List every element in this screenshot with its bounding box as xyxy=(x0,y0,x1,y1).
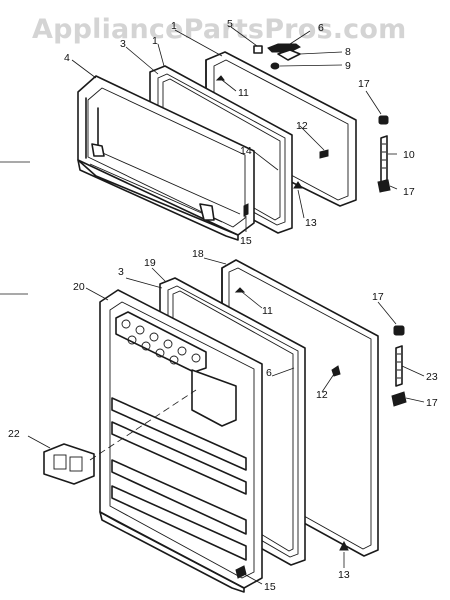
fresh-food-door-liner xyxy=(99,289,263,593)
hinge-bushing xyxy=(253,45,263,54)
callout-1b: 1 xyxy=(152,35,158,47)
door-shelf-bottom xyxy=(111,485,247,561)
callout-3-lower: 3 xyxy=(118,266,124,278)
callout-20: 20 xyxy=(73,281,85,293)
callout-17-c: 17 xyxy=(372,291,384,303)
callout-17-b: 17 xyxy=(403,186,415,198)
callout-1: 1 xyxy=(171,20,177,32)
callout-14: 14 xyxy=(240,145,252,157)
callout-4: 4 xyxy=(64,52,70,64)
callout-12-lower: 12 xyxy=(316,389,328,401)
door-stop-lower-icon xyxy=(391,391,407,407)
callout-11-upper: 11 xyxy=(238,87,249,99)
freezer-handle-set xyxy=(377,115,391,193)
door-shelf-middle xyxy=(111,421,247,495)
callout-8: 8 xyxy=(345,46,351,58)
callout-13-lower: 13 xyxy=(338,569,350,581)
callout-18: 18 xyxy=(192,248,204,260)
door-stop-pin xyxy=(234,287,246,293)
door-stop-icon xyxy=(378,115,389,125)
freezer-hinge-parts xyxy=(253,43,301,70)
callout-numbers: 1 5 6 3 1 4 8 9 17 11 12 14 10 17 13 15 … xyxy=(8,18,438,593)
callout-6-upper: 6 xyxy=(318,22,324,34)
hinge-screw xyxy=(270,62,280,70)
callout-5: 5 xyxy=(227,18,233,30)
door-shelf-upper xyxy=(111,397,247,471)
freezer-door-liner xyxy=(77,75,255,241)
hinge-bracket xyxy=(267,43,301,53)
hinge-pin-icon xyxy=(319,149,329,159)
callout-23: 23 xyxy=(426,371,438,383)
door-shelf-lower xyxy=(111,459,247,535)
callout-12-upper: 12 xyxy=(296,120,308,132)
callout-19: 19 xyxy=(144,257,156,269)
screw-icon xyxy=(235,565,247,579)
callout-9: 9 xyxy=(345,60,351,72)
hinge-pin-icon xyxy=(331,365,341,377)
cap-icon xyxy=(339,540,349,551)
screw-icon xyxy=(243,203,249,217)
upper-leader-lines xyxy=(0,26,398,232)
fresh-food-handle xyxy=(395,345,403,387)
callout-3-upper: 3 xyxy=(120,38,126,50)
dairy-door xyxy=(43,389,197,485)
door-stop-icon xyxy=(393,325,405,336)
door-stop-lower-icon xyxy=(377,179,391,193)
callout-13-upper: 13 xyxy=(305,217,317,229)
egg-tray xyxy=(115,311,207,373)
fresh-food-handle-set xyxy=(391,325,407,407)
callout-22: 22 xyxy=(8,428,20,440)
callout-10: 10 xyxy=(403,149,415,161)
callout-17-a: 17 xyxy=(358,78,370,90)
dairy-compartment xyxy=(191,369,237,427)
site-watermark: AppliancePartsPros.com xyxy=(32,14,407,45)
lower-leader-lines xyxy=(0,257,425,585)
callout-11-lower: 11 xyxy=(262,305,273,317)
callout-15-upper: 15 xyxy=(240,235,252,247)
cap-icon xyxy=(293,181,303,189)
freezer-handle xyxy=(380,135,388,183)
callout-17-d: 17 xyxy=(426,397,438,409)
door-stop-pin xyxy=(215,75,225,81)
callout-6-lower: 6 xyxy=(266,367,272,379)
callout-15-lower: 15 xyxy=(264,581,276,593)
